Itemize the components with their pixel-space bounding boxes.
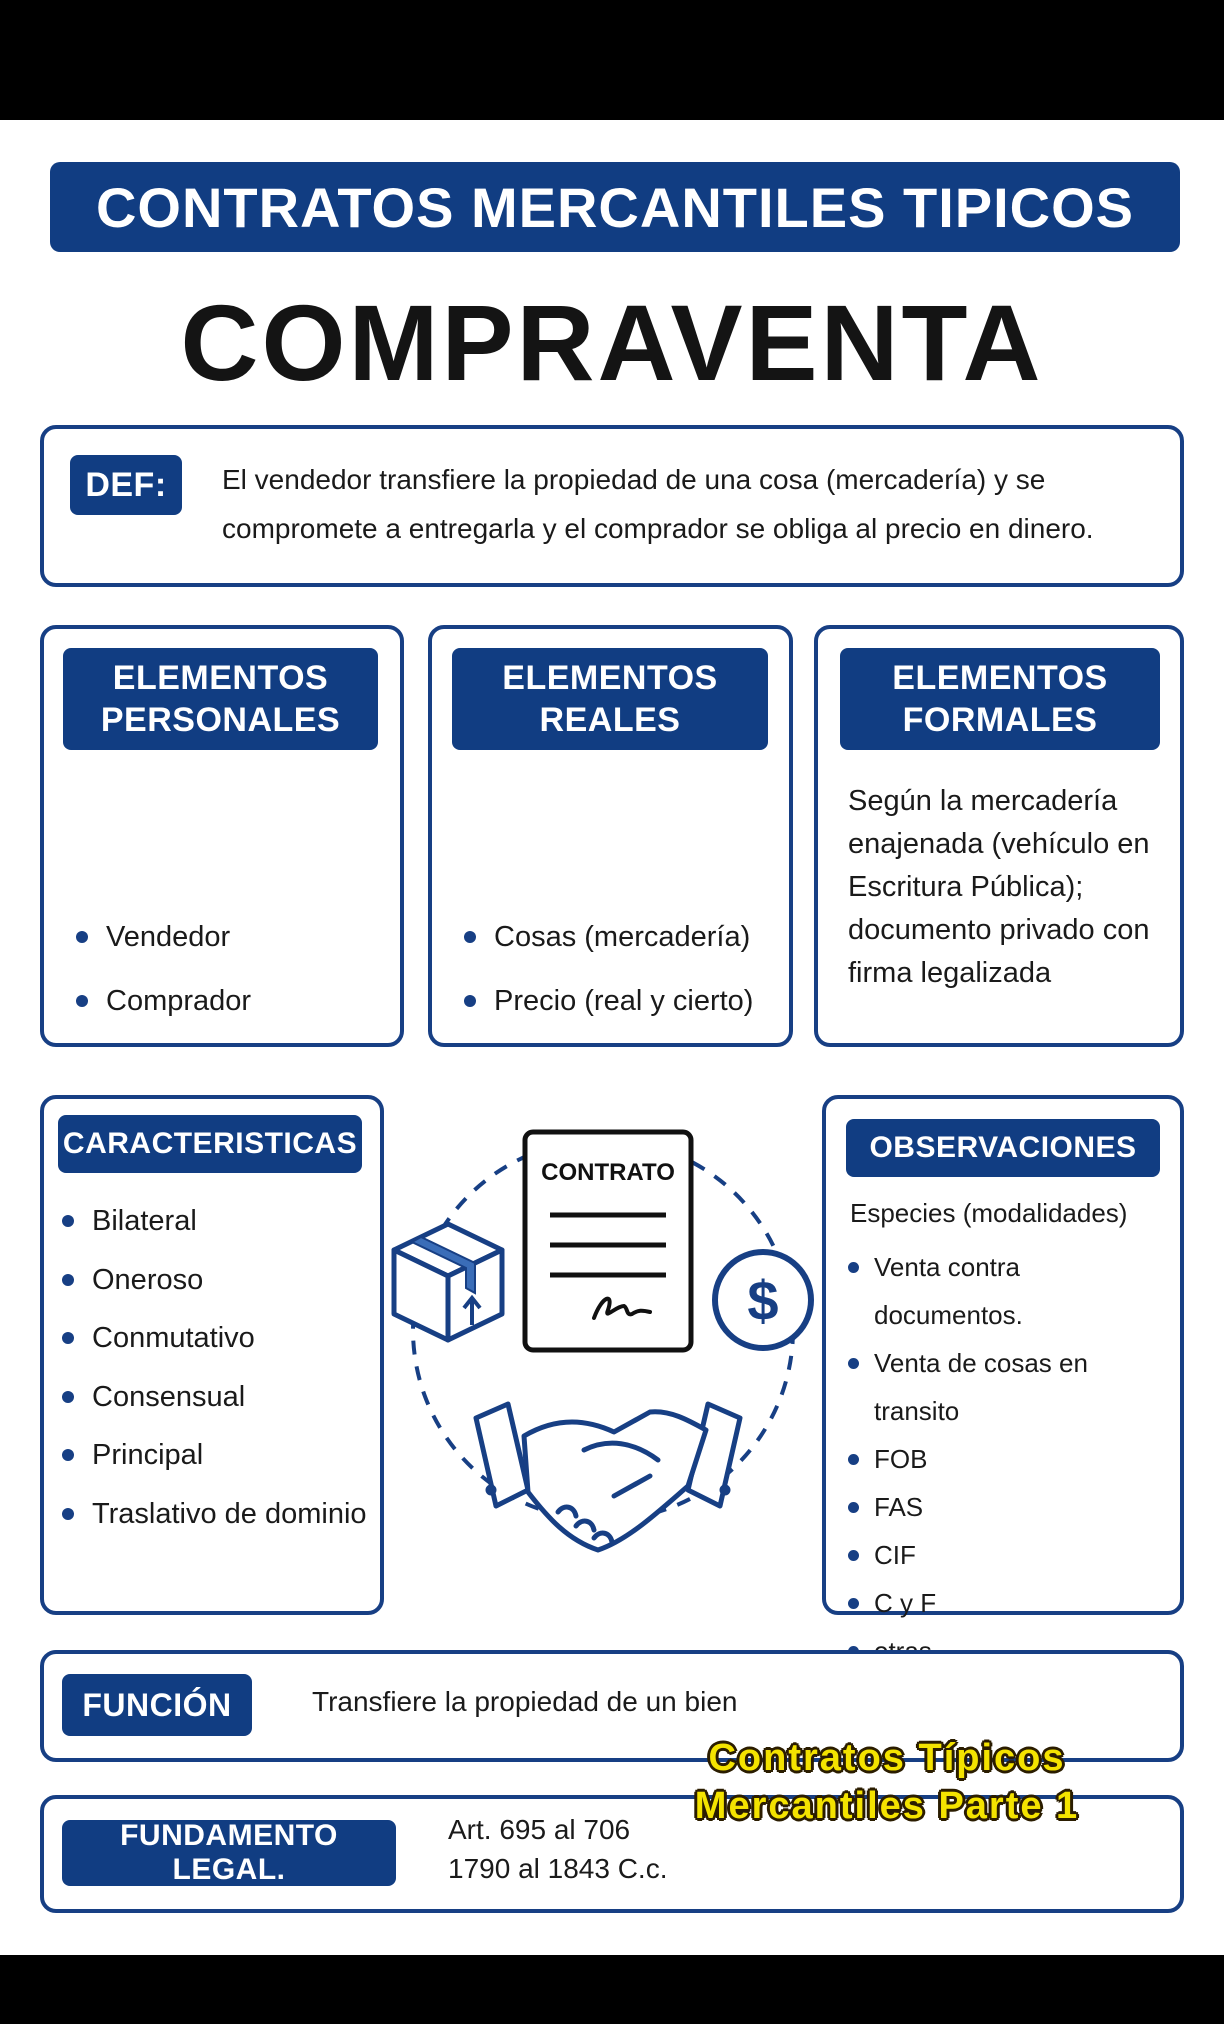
svg-text:$: $ [747,1269,778,1332]
list-item: CIF [846,1531,1176,1579]
list-item: Principal [60,1426,370,1485]
list-item: C y F [846,1579,1176,1627]
personales-list: Vendedor Comprador [74,905,374,1033]
funcion-tag: FUNCIÓN [62,1674,252,1736]
list-item: Comprador [74,969,374,1033]
reales-tag: ELEMENTOS REALES [452,648,768,750]
list-item: Conmutativo [60,1309,370,1368]
contract-document-icon: CONTRATO [522,1129,694,1353]
list-item: Venta de cosas en transito [846,1339,1176,1435]
fundamento-tag: FUNDAMENTO LEGAL. [62,1819,396,1886]
list-item: Venta contra documentos. [846,1243,1176,1339]
funcion-text: Transfiere la propiedad de un bien [312,1686,738,1717]
personales-tag: ELEMENTOS PERSONALES [63,648,378,750]
list-item: Vendedor [74,905,374,969]
main-title: COMPRAVENTA [180,282,1044,403]
list-item: FAS [846,1483,1176,1531]
reales-list: Cosas (mercadería) Precio (real y cierto… [462,905,782,1033]
observaciones-box [822,1095,1184,1615]
list-item: Oneroso [60,1251,370,1310]
observaciones-list: Venta contra documentos. Venta de cosas … [846,1243,1176,1675]
list-item: Bilateral [60,1192,370,1251]
signature-icon [592,1296,652,1320]
fundamento-line-2: 1790 al 1843 C.c. [448,1853,668,1884]
list-item: Consensual [60,1368,370,1427]
list-item: FOB [846,1435,1176,1483]
top-banner: CONTRATOS MERCANTILES TIPICOS [50,162,1180,252]
formales-text: Según la mercadería enajenada (vehículo … [848,785,1150,989]
observaciones-subtitle: Especies (modalidades) [850,1198,1128,1228]
list-item: Precio (real y cierto) [462,969,782,1033]
formales-tag: ELEMENTOS FORMALES [840,648,1160,750]
contract-illustration: CONTRATO $ [391,1129,814,1553]
overlay-caption-line-2: Mercantiles Parte 1 [694,1785,1080,1827]
definition-tag: DEF: [70,455,182,515]
caracteristicas-tag: CARACTERISTICAS [58,1115,362,1173]
caracteristicas-list: Bilateral Oneroso Conmutativo Consensual… [60,1192,370,1543]
caracteristicas-box [40,1095,384,1615]
infographic-page: CONTRATOS MERCANTILES TIPICOS COMPRAVENT… [0,120,1224,1955]
overlay-caption: Contratos Típicos Mercantiles Parte 1 [612,1734,1162,1830]
document-label: CONTRATO [541,1159,675,1186]
observaciones-tag: OBSERVACIONES [846,1119,1160,1177]
list-item: Traslativo de dominio [60,1485,370,1544]
handshake-icon [473,1401,743,1553]
fundamento-text: Art. 695 al 706 1790 al 1843 C.c. [448,1810,668,1888]
fundamento-line-1: Art. 695 al 706 [448,1814,631,1845]
list-item: Cosas (mercadería) [462,905,782,969]
box-icon [391,1221,505,1343]
dollar-coin-icon: $ [712,1249,814,1351]
definition-box [40,425,1184,587]
overlay-caption-line-1: Contratos Típicos [708,1737,1066,1779]
definition-text: El vendedor transfiere la propiedad de u… [222,464,1094,544]
